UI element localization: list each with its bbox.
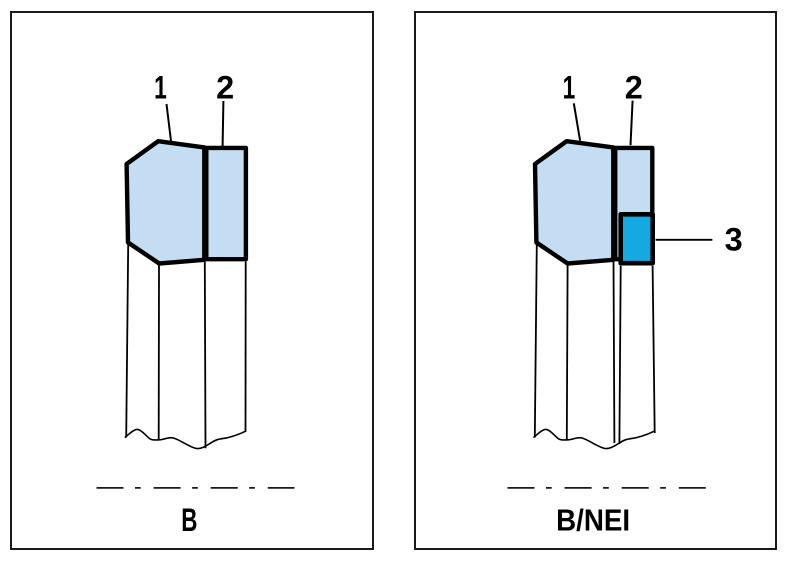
svg-text:B/NEI: B/NEI — [556, 503, 630, 538]
svg-text:B: B — [181, 502, 197, 538]
svg-text:2: 2 — [625, 69, 643, 105]
svg-text:1: 1 — [563, 69, 576, 105]
svg-text:1: 1 — [154, 69, 167, 105]
svg-text:2: 2 — [216, 69, 234, 105]
svg-text:3: 3 — [725, 221, 743, 257]
